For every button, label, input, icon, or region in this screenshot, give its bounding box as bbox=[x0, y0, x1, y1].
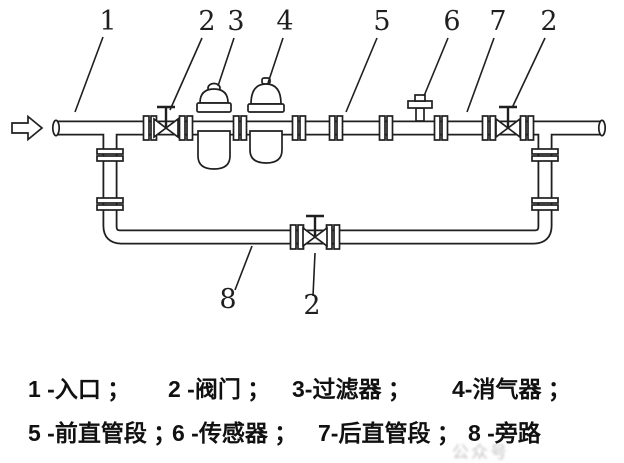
watermark: 公众号 bbox=[452, 443, 509, 462]
callout-4: 4 bbox=[276, 6, 293, 37]
callout-leader-lines bbox=[74, 36, 546, 297]
valve-left bbox=[153, 105, 179, 139]
legend-item-bypass: 8 -旁路 bbox=[468, 420, 541, 446]
legend: 1 -入口 ； 2 -阀门 ； 3-过滤器 ； 4-消气器 ； 5 -前直管段 … bbox=[0, 352, 624, 463]
callout-3: 3 bbox=[227, 6, 244, 37]
callout-1: 1 bbox=[99, 6, 116, 37]
callout-2-left: 2 bbox=[198, 6, 215, 37]
callout-2-right: 2 bbox=[540, 6, 557, 37]
legend-item-filter: 3-过滤器 ； bbox=[292, 376, 411, 402]
callout-numbers: 1 2 3 4 5 6 7 2 8 2 bbox=[99, 6, 557, 321]
tee-collar-flanges bbox=[96, 148, 559, 211]
callout-2-bypass: 2 bbox=[303, 290, 320, 321]
pipe-outlet-end bbox=[597, 119, 607, 137]
sensor bbox=[407, 94, 433, 122]
callout-7: 7 bbox=[489, 6, 506, 37]
bypass-pipe bbox=[102, 132, 553, 245]
filter bbox=[196, 82, 232, 170]
legend-item-air-eliminator: 4-消气器 ； bbox=[452, 376, 571, 402]
pipe-inlet-end bbox=[51, 119, 61, 137]
callout-5: 5 bbox=[373, 6, 390, 37]
legend-item-sensor: 6 -传感器 ； bbox=[172, 420, 298, 446]
valve-right bbox=[495, 105, 521, 139]
bypass-valve bbox=[289, 214, 341, 250]
legend-item-rear-straight: 7-后直管段 ； bbox=[318, 420, 460, 446]
legend-item-valve: 2 -阀门 ； bbox=[168, 376, 271, 402]
callout-8: 8 bbox=[219, 284, 236, 315]
inlet-flow-arrow-icon bbox=[11, 114, 44, 142]
callout-6: 6 bbox=[443, 6, 460, 37]
piping-diagram: 1 2 3 4 5 6 7 2 8 2 bbox=[11, 6, 607, 321]
legend-item-front-straight: 5 -前直管段 ； bbox=[28, 420, 177, 446]
legend-item-inlet: 1 -入口 ； bbox=[28, 376, 131, 402]
